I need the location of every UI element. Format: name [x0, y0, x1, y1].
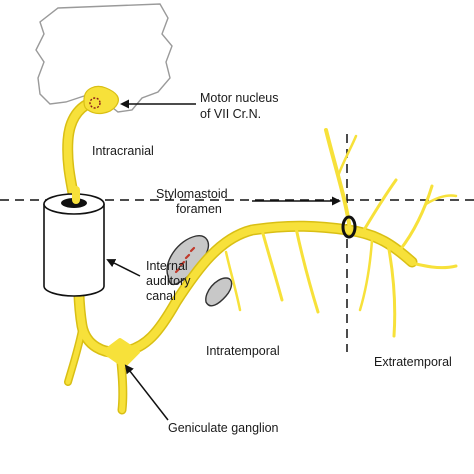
label-extratemporal: Extratemporal — [374, 355, 452, 369]
nerve-branch-lower-left — [65, 327, 85, 385]
label-stylomastoid-line2: foramen — [176, 202, 222, 216]
nerve-branch-extratemporal-upper-right — [362, 178, 398, 232]
facial-nerve — [63, 96, 458, 413]
nerve-branch-extratemporal-upper-fork — [336, 134, 358, 178]
nerve-main-trunk — [63, 96, 416, 357]
motor-nucleus-dot — [89, 97, 101, 109]
label-internal-auditory-line2: auditory — [146, 274, 191, 288]
label-stylomastoid-line1: Stylomastoid — [156, 187, 228, 201]
nerve-branch-extratemporal-right-fork — [424, 194, 458, 206]
nerve-geniculate-fan — [102, 338, 140, 368]
label-motor-nucleus-line1: Motor nucleus — [200, 91, 279, 105]
nerve-branch-extratemporal-lower-left — [358, 238, 374, 312]
label-geniculate-ganglion: Geniculate ganglion — [168, 421, 279, 435]
label-intracranial: Intracranial — [92, 144, 154, 158]
nerve-branch-intratemporal-2 — [294, 226, 320, 314]
nerve-branch-extratemporal-right — [398, 184, 434, 252]
nerve-branch-extratemporal-lower — [386, 242, 397, 338]
nerve-branch-extratemporal-upper — [324, 128, 352, 232]
arrow-internal-auditory-canal — [106, 259, 141, 277]
motor-nucleus — [83, 85, 119, 115]
nerve-branch-intratemporal-3 — [224, 250, 242, 312]
internal-auditory-canal — [43, 193, 105, 297]
nerve-branch-intratemporal-1 — [260, 228, 284, 302]
label-motor-nucleus-line2: of VII Cr.N. — [200, 107, 261, 121]
label-internal-auditory-line3: canal — [146, 289, 176, 303]
nerve-branch-extratemporal-lower-right — [406, 260, 458, 270]
stylomastoid-foramen-ring — [341, 215, 357, 239]
arrow-geniculate-ganglion — [124, 364, 169, 421]
ossicle-lower — [205, 277, 233, 307]
label-intratemporal: Intratemporal — [206, 344, 280, 358]
label-internal-auditory-line1: Internal — [146, 259, 188, 273]
